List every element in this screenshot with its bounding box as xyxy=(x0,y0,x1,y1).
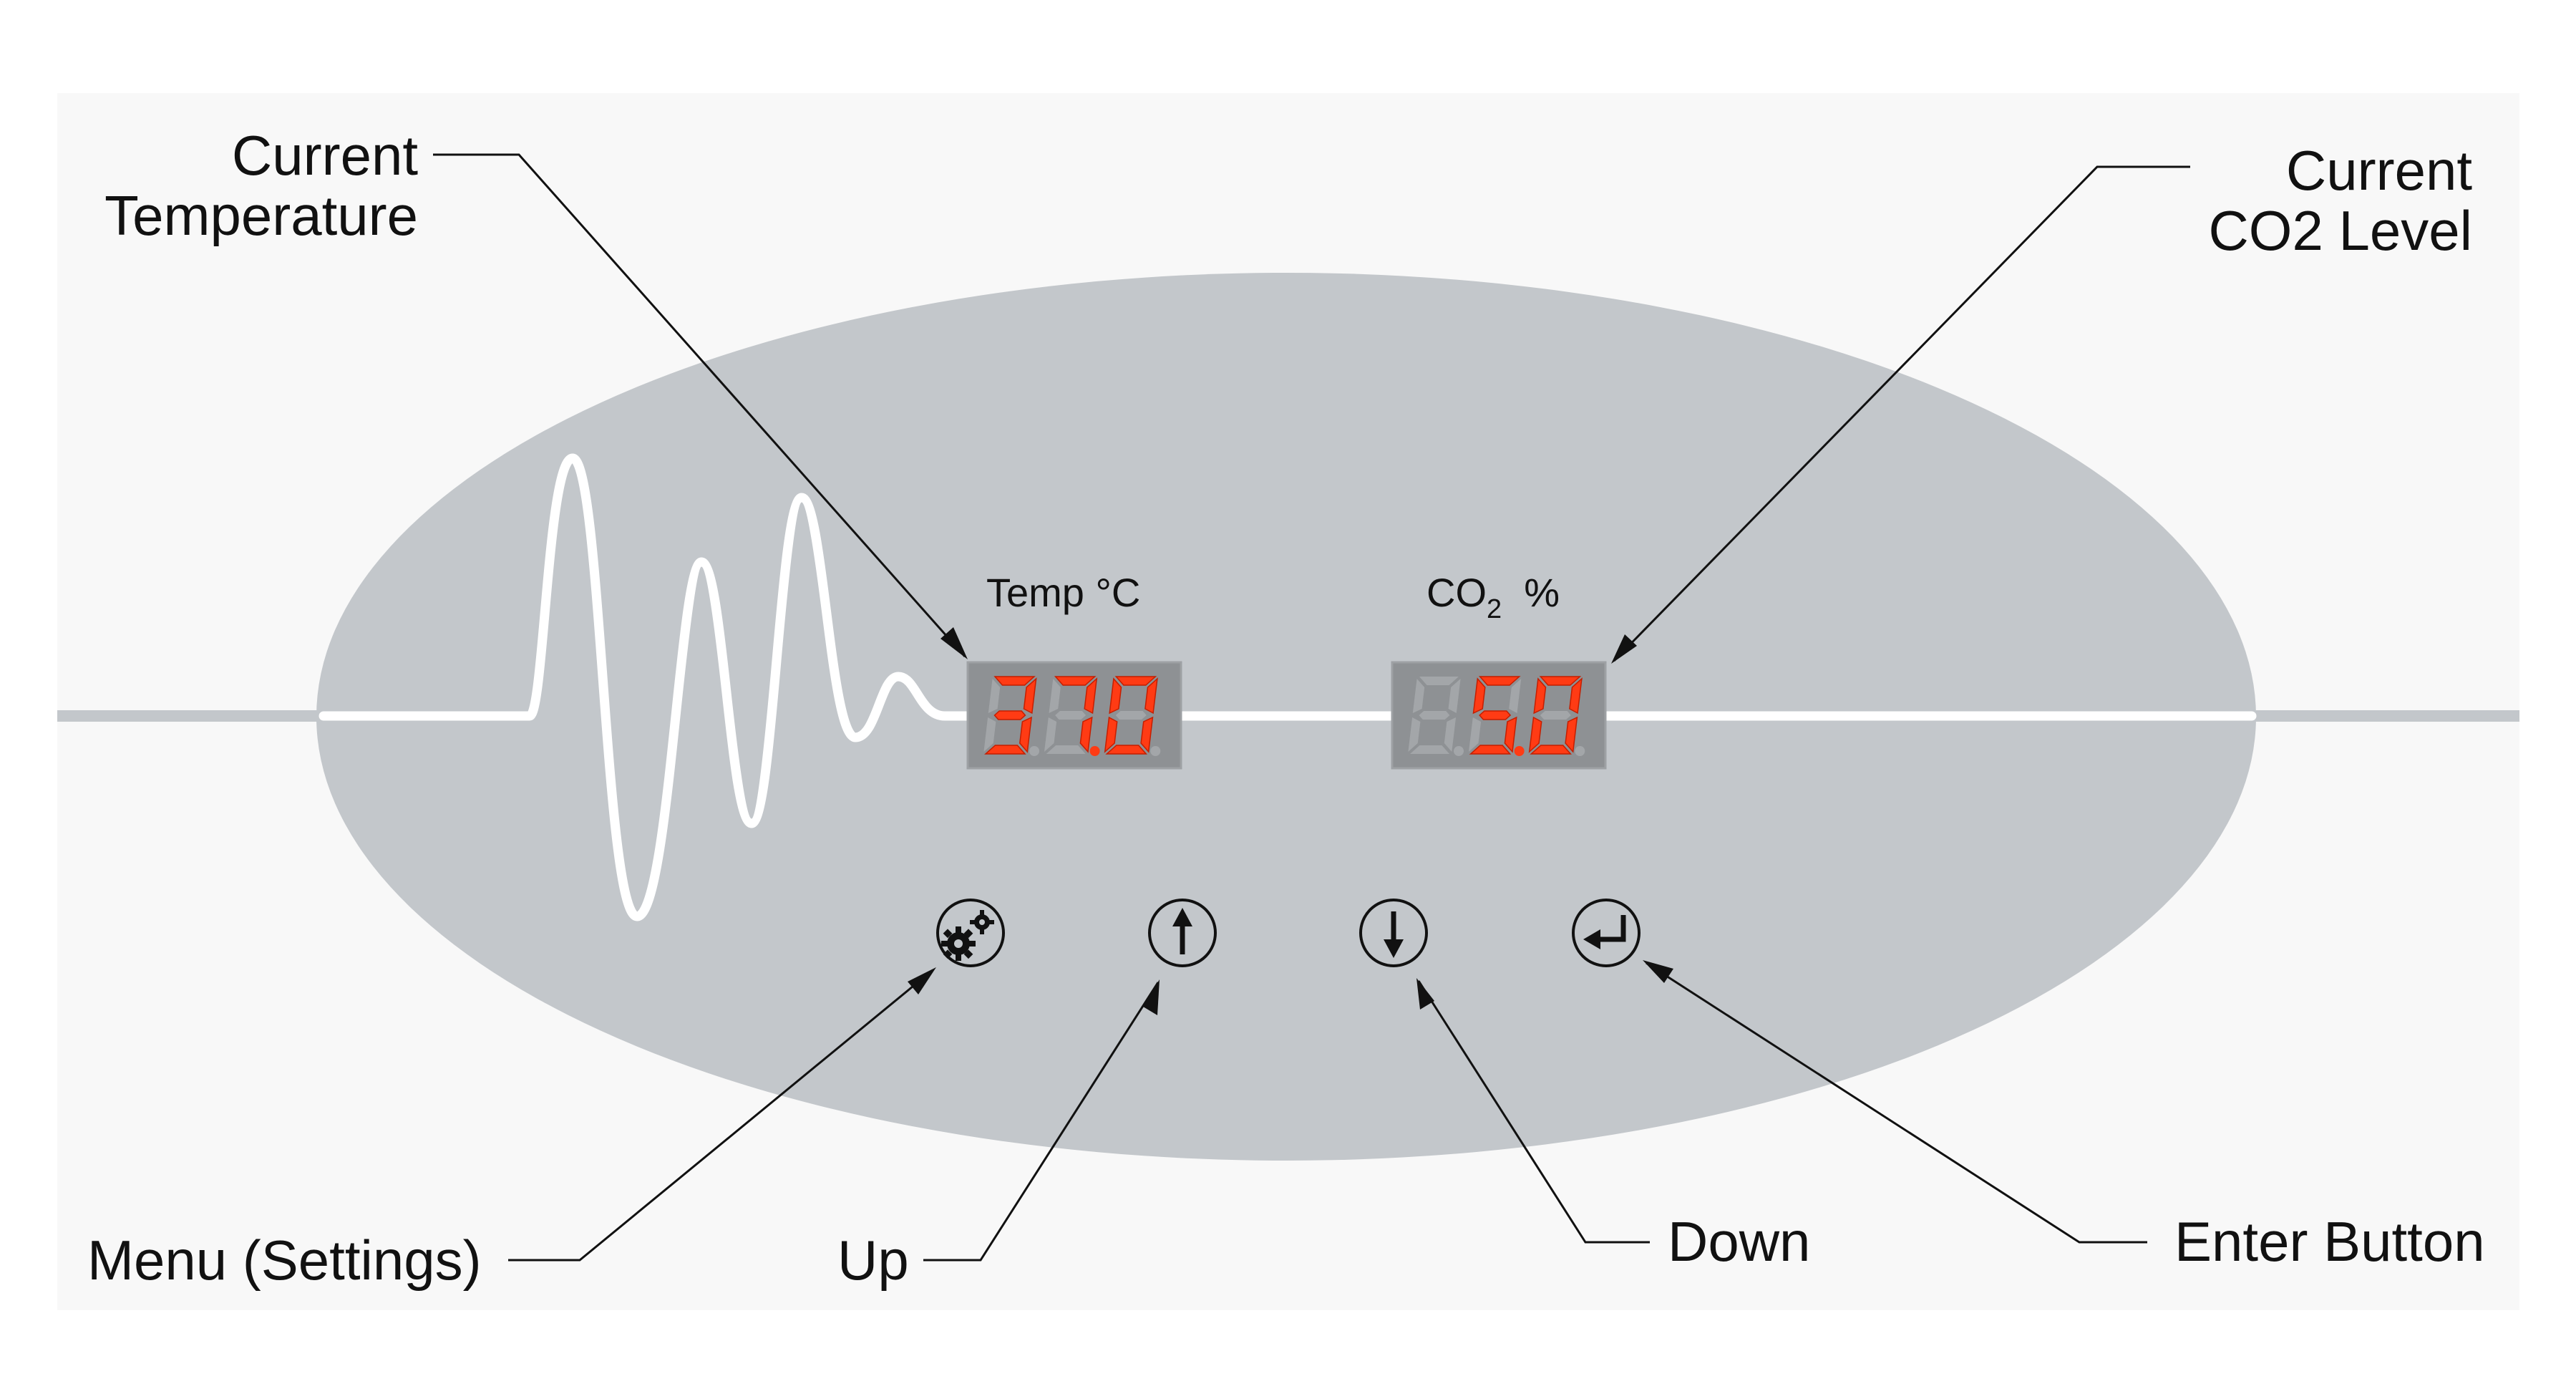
temperature-digit-3-segment-a xyxy=(1114,676,1157,686)
temperature-digit-3-segment-c xyxy=(1140,716,1154,753)
co2-digit-2-segment-b xyxy=(1509,679,1522,713)
enter-button[interactable] xyxy=(1572,899,1641,967)
enter-return-icon xyxy=(1583,915,1626,949)
callout-current-co2-line-1: Current xyxy=(2285,139,2472,202)
co2-digit-2-segment-e xyxy=(1469,717,1482,752)
temperature-digit-1-segment-b xyxy=(1023,677,1037,715)
temperature-digit-2-decimal-point xyxy=(1089,746,1100,756)
callout-current-temperature: Current Temperature xyxy=(105,125,418,246)
co2-digit-1-segment-b xyxy=(1448,679,1461,713)
co2-digit-3-decimal-point xyxy=(1575,746,1585,756)
temperature-digit-1-segment-c xyxy=(1019,716,1033,753)
temperature-digit-2-segment-a xyxy=(1054,676,1097,686)
temperature-digit-3-segment-g xyxy=(1115,711,1147,720)
co2-digit-1-decimal-point xyxy=(1454,746,1464,756)
co2-digit-1-segment-d xyxy=(1410,745,1449,754)
temperature-digit-3-segment-f xyxy=(1109,677,1122,715)
temperature-digit-1-segment-g xyxy=(993,710,1026,720)
co2-digit-1-segment-e xyxy=(1408,717,1421,752)
menu-settings-button[interactable] xyxy=(936,899,1005,967)
co2-digit-2-segment-f xyxy=(1472,677,1486,715)
up-button[interactable] xyxy=(1148,899,1217,967)
temperature-digits xyxy=(983,676,1161,756)
callout-current-co2-line-2: CO2 Level xyxy=(2208,199,2472,262)
arrow-up-icon xyxy=(1172,908,1192,954)
arrowhead-down xyxy=(1416,978,1434,1010)
callout-up: Up xyxy=(837,1229,909,1292)
leader-arrowheads xyxy=(908,627,1673,1015)
callout-enter-button: Enter Button xyxy=(2174,1210,2485,1273)
arrowhead-temperature xyxy=(941,627,968,659)
co2-digit-1-segment-a xyxy=(1419,677,1459,685)
co2-digit-1-segment-c xyxy=(1444,717,1457,752)
temperature-digit-1-segment-f xyxy=(988,679,1001,713)
co2-digit-1-segment-g xyxy=(1419,711,1450,720)
temperature-digit-1-segment-e xyxy=(983,717,996,752)
co2-label-unit: % xyxy=(1524,570,1560,615)
co2-label-subscript: 2 xyxy=(1487,594,1502,624)
temperature-digit-1-segment-d xyxy=(984,745,1026,755)
temperature-digit-3-segment-d xyxy=(1105,745,1147,755)
co2-digit-3-segment-c xyxy=(1565,716,1578,753)
temperature-digit-1-segment-a xyxy=(993,676,1036,686)
callout-current-temperature-line-2: Temperature xyxy=(105,184,418,247)
arrow-down-icon xyxy=(1384,911,1404,958)
temperature-digit-2-segment-g xyxy=(1055,711,1087,720)
co2-digits xyxy=(1408,676,1585,756)
co2-digit-1-segment-f xyxy=(1412,679,1425,713)
temperature-digit-2-segment-b xyxy=(1084,677,1098,715)
temperature-digit-2-segment-e xyxy=(1044,717,1057,752)
arrowhead-enter xyxy=(1643,960,1673,983)
temperature-label: Temp °C xyxy=(986,570,1141,615)
callout-menu-settings: Menu (Settings) xyxy=(87,1229,482,1292)
co2-label-main: CO xyxy=(1426,570,1487,615)
leader-up xyxy=(923,982,1160,1262)
leader-enter xyxy=(1646,962,2147,1244)
temperature-digit-2-segment-f xyxy=(1049,679,1061,713)
wave-line xyxy=(319,453,2257,921)
down-button[interactable] xyxy=(1359,899,1428,967)
temperature-digit-1-decimal-point xyxy=(1029,746,1039,756)
co2-digit-3-segment-f xyxy=(1533,677,1547,715)
gears-icon xyxy=(941,910,994,961)
co2-digit-3-segment-b xyxy=(1569,677,1583,715)
temperature-digit-2-segment-c xyxy=(1079,716,1093,753)
co2-digit-3-segment-g xyxy=(1540,711,1571,720)
callout-down: Down xyxy=(1668,1210,1811,1273)
co2-digit-3-segment-a xyxy=(1539,676,1582,686)
co2-digit-2-segment-g xyxy=(1479,710,1512,720)
co2-digit-2-segment-a xyxy=(1478,676,1521,686)
callout-current-temperature-line-1: Current xyxy=(231,124,418,187)
arrowhead-co2 xyxy=(1611,634,1637,664)
callout-current-co2-level: Current CO2 Level xyxy=(2208,140,2472,261)
arrowhead-menu xyxy=(908,967,936,994)
co2-label: CO2 % xyxy=(1426,569,1560,624)
temperature-digit-2-segment-d xyxy=(1046,745,1086,754)
co2-digit-2-decimal-point xyxy=(1514,746,1525,756)
temperature-digit-3-segment-e xyxy=(1104,716,1118,753)
co2-digit-3-segment-d xyxy=(1530,745,1572,755)
co2-digit-2-segment-c xyxy=(1504,716,1517,753)
leader-menu xyxy=(508,969,933,1262)
arrowhead-up xyxy=(1143,979,1160,1015)
co2-digit-2-segment-d xyxy=(1469,745,1512,755)
leader-down xyxy=(1417,980,1650,1244)
leader-current-co2 xyxy=(1613,165,2190,662)
temperature-digit-3-segment-b xyxy=(1144,677,1158,715)
co2-digit-3-segment-e xyxy=(1528,716,1542,753)
leader-lines xyxy=(433,153,2190,1262)
temperature-digit-3-decimal-point xyxy=(1150,746,1161,756)
leader-current-temperature xyxy=(433,153,966,657)
